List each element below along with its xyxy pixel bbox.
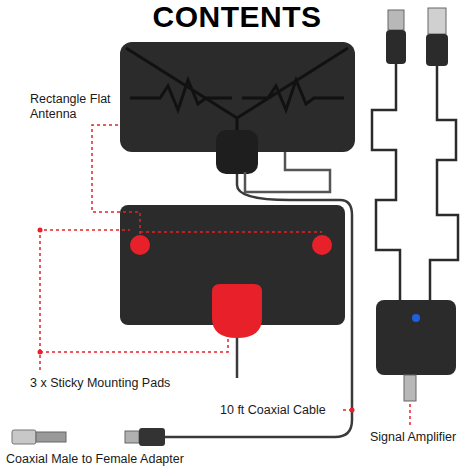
usb-plug <box>426 34 448 66</box>
power-indicator <box>412 314 420 322</box>
amplifier-cable <box>372 64 458 302</box>
antenna-grommet <box>216 130 258 174</box>
sticky-pad <box>130 235 150 255</box>
leader-dot <box>350 408 355 413</box>
f-connector <box>404 375 416 401</box>
leader-dot <box>38 228 43 233</box>
page-title: CONTENTS <box>0 0 474 34</box>
signal-amplifier <box>376 300 456 375</box>
leader-line <box>92 125 140 235</box>
usb-plug <box>428 8 446 34</box>
coaxial-adapter <box>12 430 36 444</box>
part-label: 3 x Sticky Mounting Pads <box>30 376 230 391</box>
sticky-pad <box>312 235 332 255</box>
cable-loop <box>245 152 330 192</box>
coaxial-adapter <box>36 432 66 442</box>
part-label: Coaxial Male to Female Adapter <box>6 452 246 467</box>
cable-connector <box>125 431 139 443</box>
leader-line <box>409 404 411 426</box>
f-connector <box>386 30 406 64</box>
leader-dot <box>38 350 43 355</box>
part-label: Signal Amplifier <box>370 430 474 445</box>
f-connector <box>388 10 404 30</box>
cable-stub <box>236 338 239 378</box>
part-label: 10 ft Coaxial Cable <box>220 403 350 418</box>
part-label: Rectangle Flat Antenna <box>30 92 120 122</box>
cable-connector <box>139 428 165 446</box>
sticky-pad <box>212 284 262 338</box>
leader-line <box>40 230 322 370</box>
